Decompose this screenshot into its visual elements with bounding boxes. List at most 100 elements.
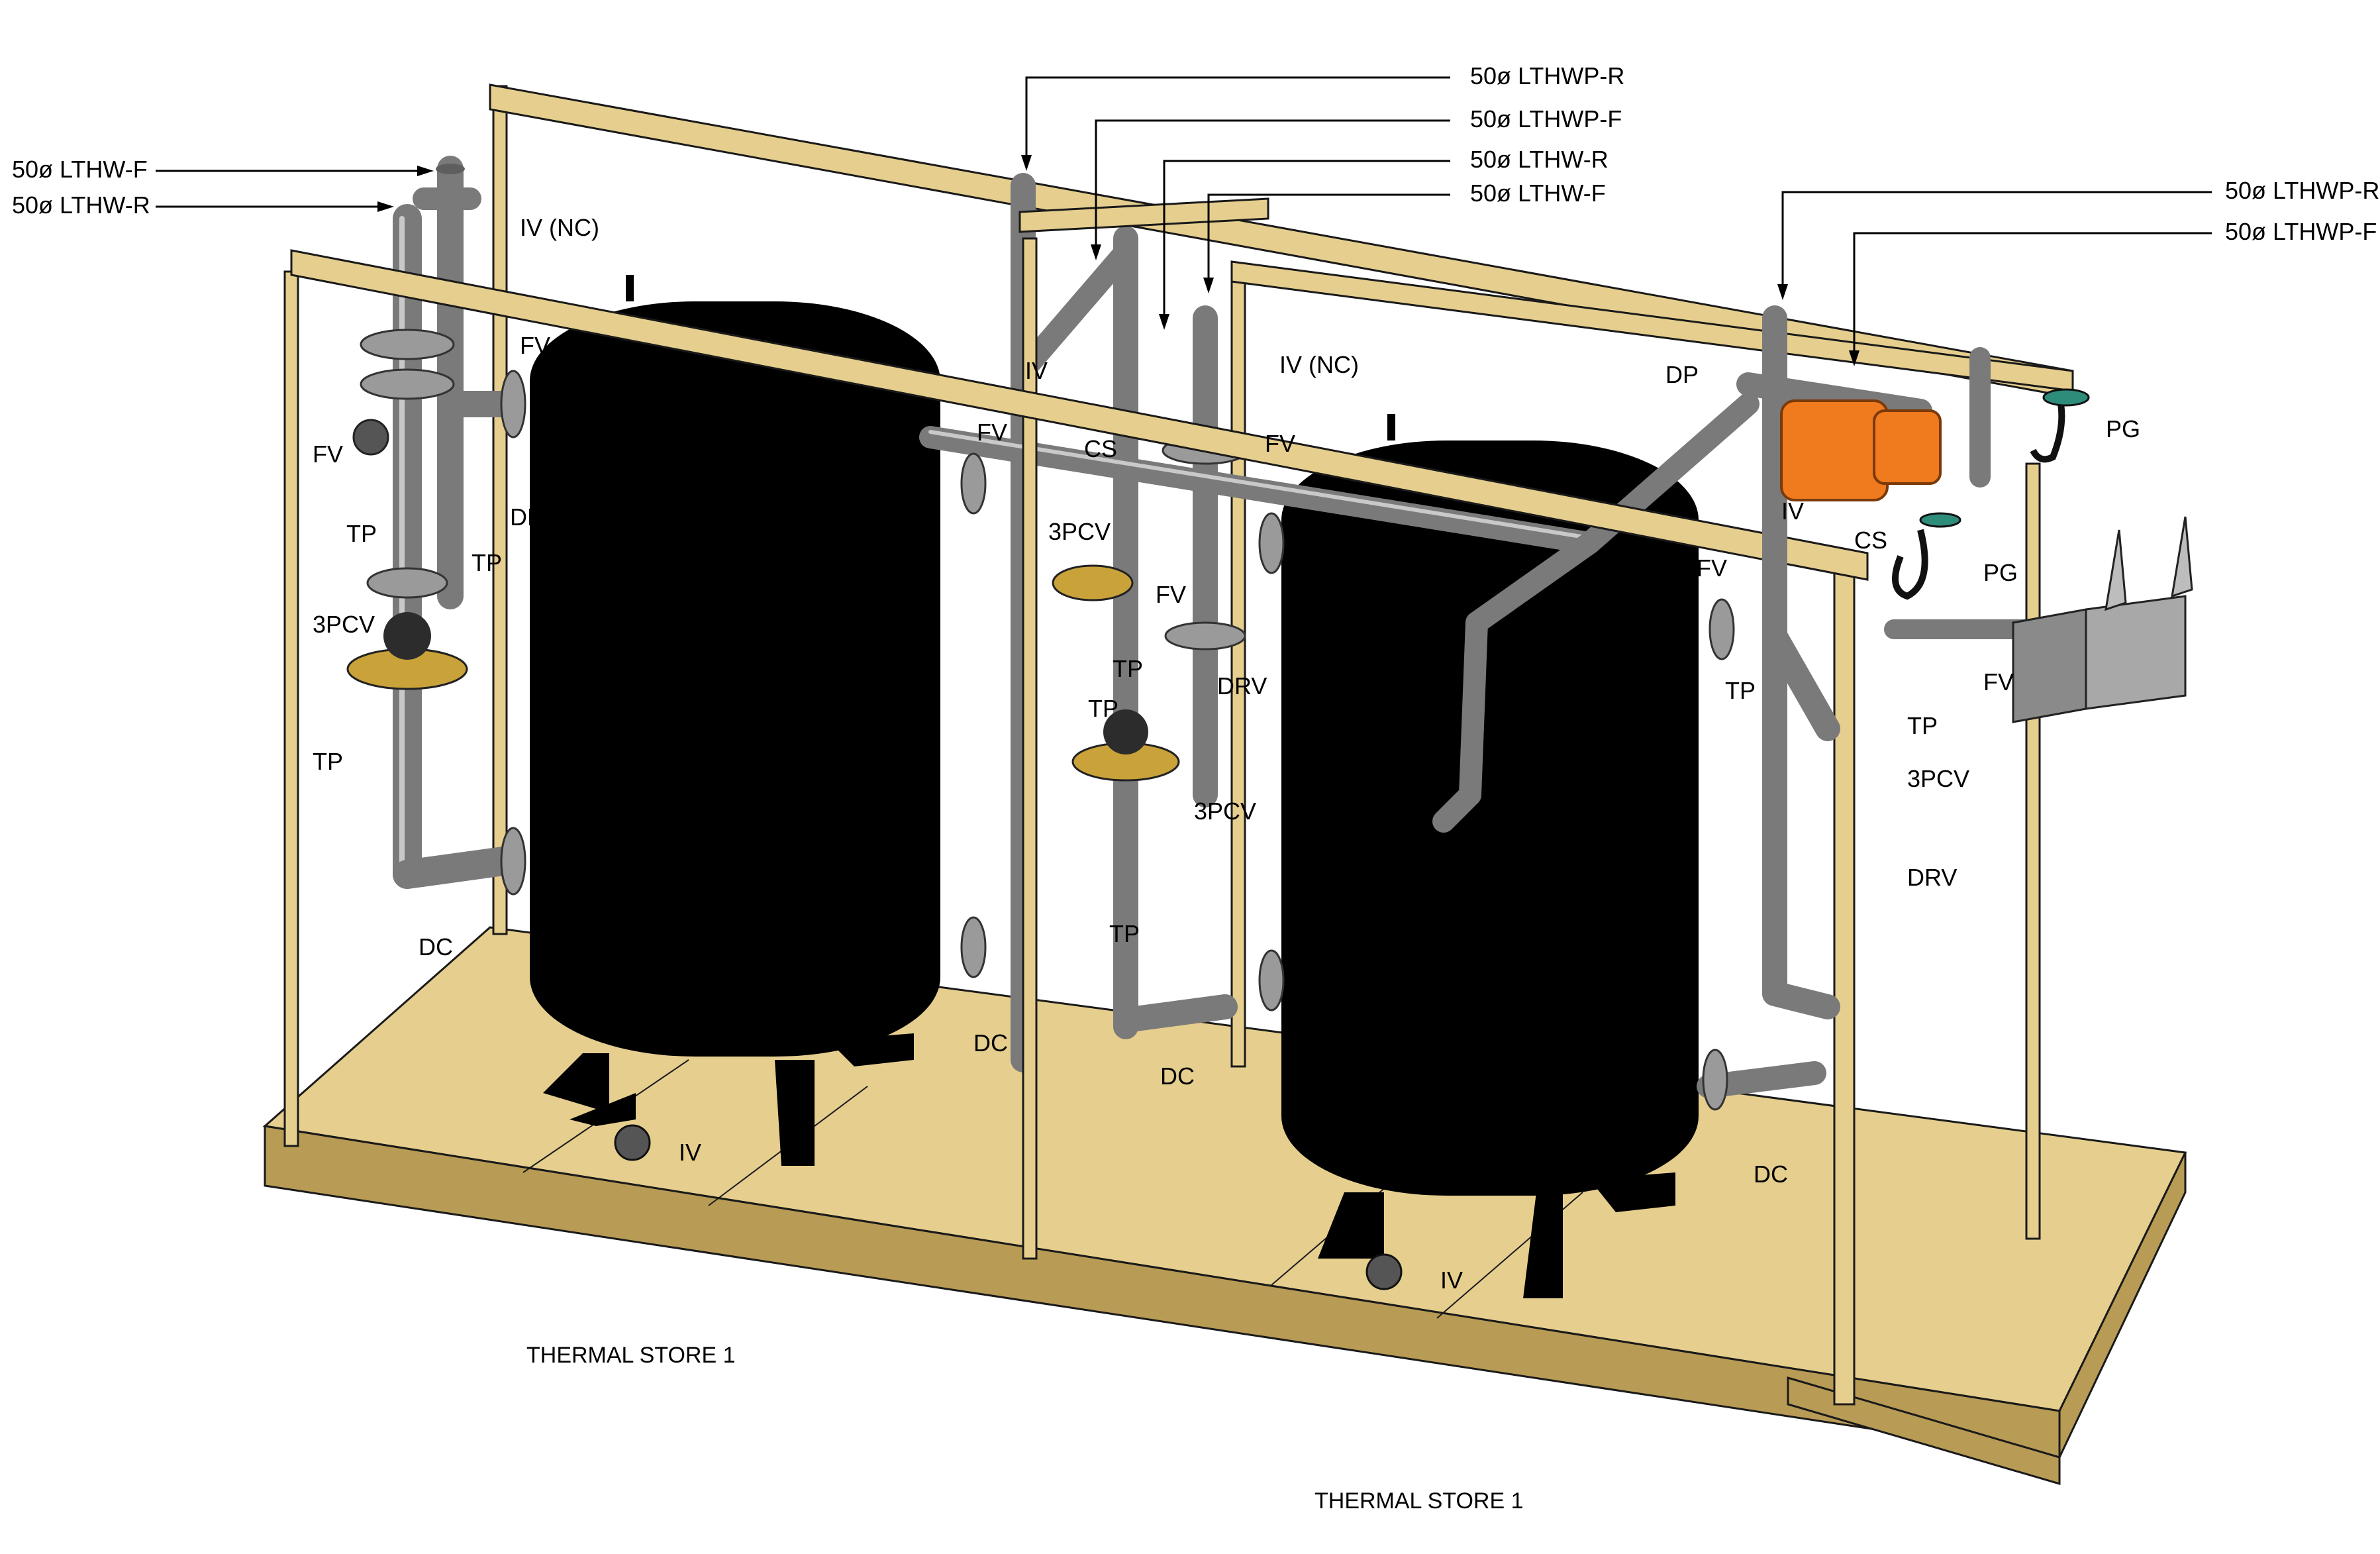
arrow-head: [1203, 278, 1214, 293]
label-iv: IV: [679, 1139, 701, 1166]
label-tp: TP: [313, 748, 343, 775]
pipe: [1459, 611, 1488, 806]
flange: [500, 370, 526, 439]
tank-1-leg: [543, 1053, 609, 1113]
pressure-gauge-siphon: [1892, 529, 1928, 600]
tank-2-body: [1281, 440, 1699, 1196]
control-box-flap: [2105, 529, 2127, 611]
flange: [1702, 1049, 1728, 1111]
label-tp: TP: [1725, 677, 1756, 704]
label-3pcv: 3PCV: [1907, 765, 1969, 792]
leader-line: [1163, 160, 1450, 325]
label-fv: FV: [1265, 430, 1295, 457]
callout-mid-lthw-f: 50ø LTHW-F: [1470, 180, 1606, 207]
pipe: [1113, 994, 1238, 1033]
flange: [1258, 512, 1285, 574]
caption-thermal-store-right: THERMAL STORE 1: [1314, 1488, 1524, 1514]
pipe: [1465, 532, 1601, 634]
back-post: [492, 85, 508, 935]
tank-2-lug: [1387, 414, 1395, 440]
label-dc: DC: [973, 1029, 1008, 1057]
leader-line: [1095, 119, 1450, 255]
label-fv: FV: [313, 440, 343, 468]
flange: [1258, 949, 1285, 1011]
label-iv: IV: [1781, 497, 1804, 525]
label-iv-nc: IV (NC): [520, 214, 599, 241]
flange: [500, 827, 526, 896]
callout-left-lthw-f: 50ø LTHW-F: [12, 156, 148, 183]
iv-valve: [614, 1124, 651, 1161]
label-fv: FV: [977, 419, 1007, 446]
label-tp: TP: [1113, 655, 1143, 682]
arrow-head: [417, 166, 434, 176]
label-pg: PG: [1983, 559, 2018, 586]
right-pipework: [1697, 305, 2193, 1111]
header-pipe: [919, 426, 1601, 554]
callout-left-lthw-r: 50ø LTHW-R: [12, 191, 150, 219]
label-drv: DRV: [1217, 672, 1267, 699]
component-labels: IV (NC) FV FV TP DRV TP 3PCV TP DC IV FV…: [313, 214, 2140, 1294]
centre-cross-beam: [1018, 197, 1269, 233]
flange: [360, 329, 455, 360]
control-box: [2085, 595, 2187, 710]
captions: THERMAL STORE 1 THERMAL STORE 1: [526, 1343, 1524, 1514]
pipe: [1736, 372, 1932, 423]
pressure-gauge: [2042, 388, 2090, 407]
arrow-head: [1091, 244, 1101, 260]
back-post: [2025, 462, 2041, 1240]
label-cs: CS: [1854, 527, 1887, 554]
tank-2: [1281, 414, 1699, 1298]
front-frame: [283, 197, 1869, 1406]
callout-text: 50ø LTHW-F 50ø LTHW-R 50ø LTHWP-R 50ø LT…: [12, 62, 2379, 245]
tank-1-body: [530, 301, 940, 1057]
label-dp: DP: [1665, 361, 1699, 388]
pipe: [1762, 623, 1840, 741]
tank-1-leg: [775, 1060, 815, 1166]
flange: [360, 368, 455, 400]
filter-valve: [352, 419, 389, 456]
skid-side-face: [2058, 1152, 2187, 1458]
tank-2-foot: [1589, 1172, 1675, 1212]
callout-leaders: [156, 76, 2212, 366]
arrow-head: [1159, 314, 1169, 330]
leader-line: [1853, 232, 2212, 361]
label-fv: FV: [1697, 554, 1727, 582]
label-drv: DRV: [510, 503, 560, 531]
label-tp: TP: [346, 520, 377, 547]
tank-1-lug: [626, 275, 634, 301]
label-3pcv: 3PCV: [1194, 798, 1256, 825]
callout-mid-lthwp-f: 50ø LTHWP-F: [1470, 105, 1622, 132]
label-iv: IV: [1025, 357, 1048, 384]
label-tp: TP: [1088, 695, 1118, 722]
arrow-head: [1021, 155, 1032, 171]
tank-1-foot: [828, 1033, 914, 1066]
3pcv-valve-body: [1052, 564, 1134, 601]
label-dc: DC: [419, 933, 453, 960]
label-iv: IV: [1440, 1267, 1463, 1294]
iv-valve: [1365, 1253, 1403, 1290]
label-fv: FV: [520, 332, 550, 359]
flange: [1164, 621, 1246, 650]
back-post: [1230, 264, 1246, 1068]
tank-2-leg: [1523, 1192, 1563, 1298]
left-pipework: [346, 156, 526, 896]
pressure-gauge-siphon: [2030, 396, 2065, 463]
3pcv-actuator: [383, 612, 431, 660]
right-front-post: [1833, 555, 1856, 1406]
label-iv-nc: IV (NC): [1279, 351, 1359, 378]
label-dc: DC: [1160, 1062, 1195, 1090]
pressure-gauge: [1919, 512, 1961, 528]
arrow-head: [1849, 350, 1859, 366]
callout-right-lthwp-f: 50ø LTHWP-F: [2225, 218, 2377, 245]
left-front-post: [283, 270, 299, 1147]
label-cs: CS: [1084, 435, 1117, 462]
label-drv: DRV: [1907, 864, 1957, 891]
pipe: [1012, 240, 1137, 382]
label-dc: DC: [1754, 1161, 1788, 1188]
label-pg: PG: [2106, 415, 2140, 442]
label-tp: TP: [471, 549, 502, 576]
label-3pcv: 3PCV: [1048, 518, 1111, 545]
caption-thermal-store-left: THERMAL STORE 1: [526, 1343, 736, 1368]
control-box-flap: [2171, 516, 2193, 598]
